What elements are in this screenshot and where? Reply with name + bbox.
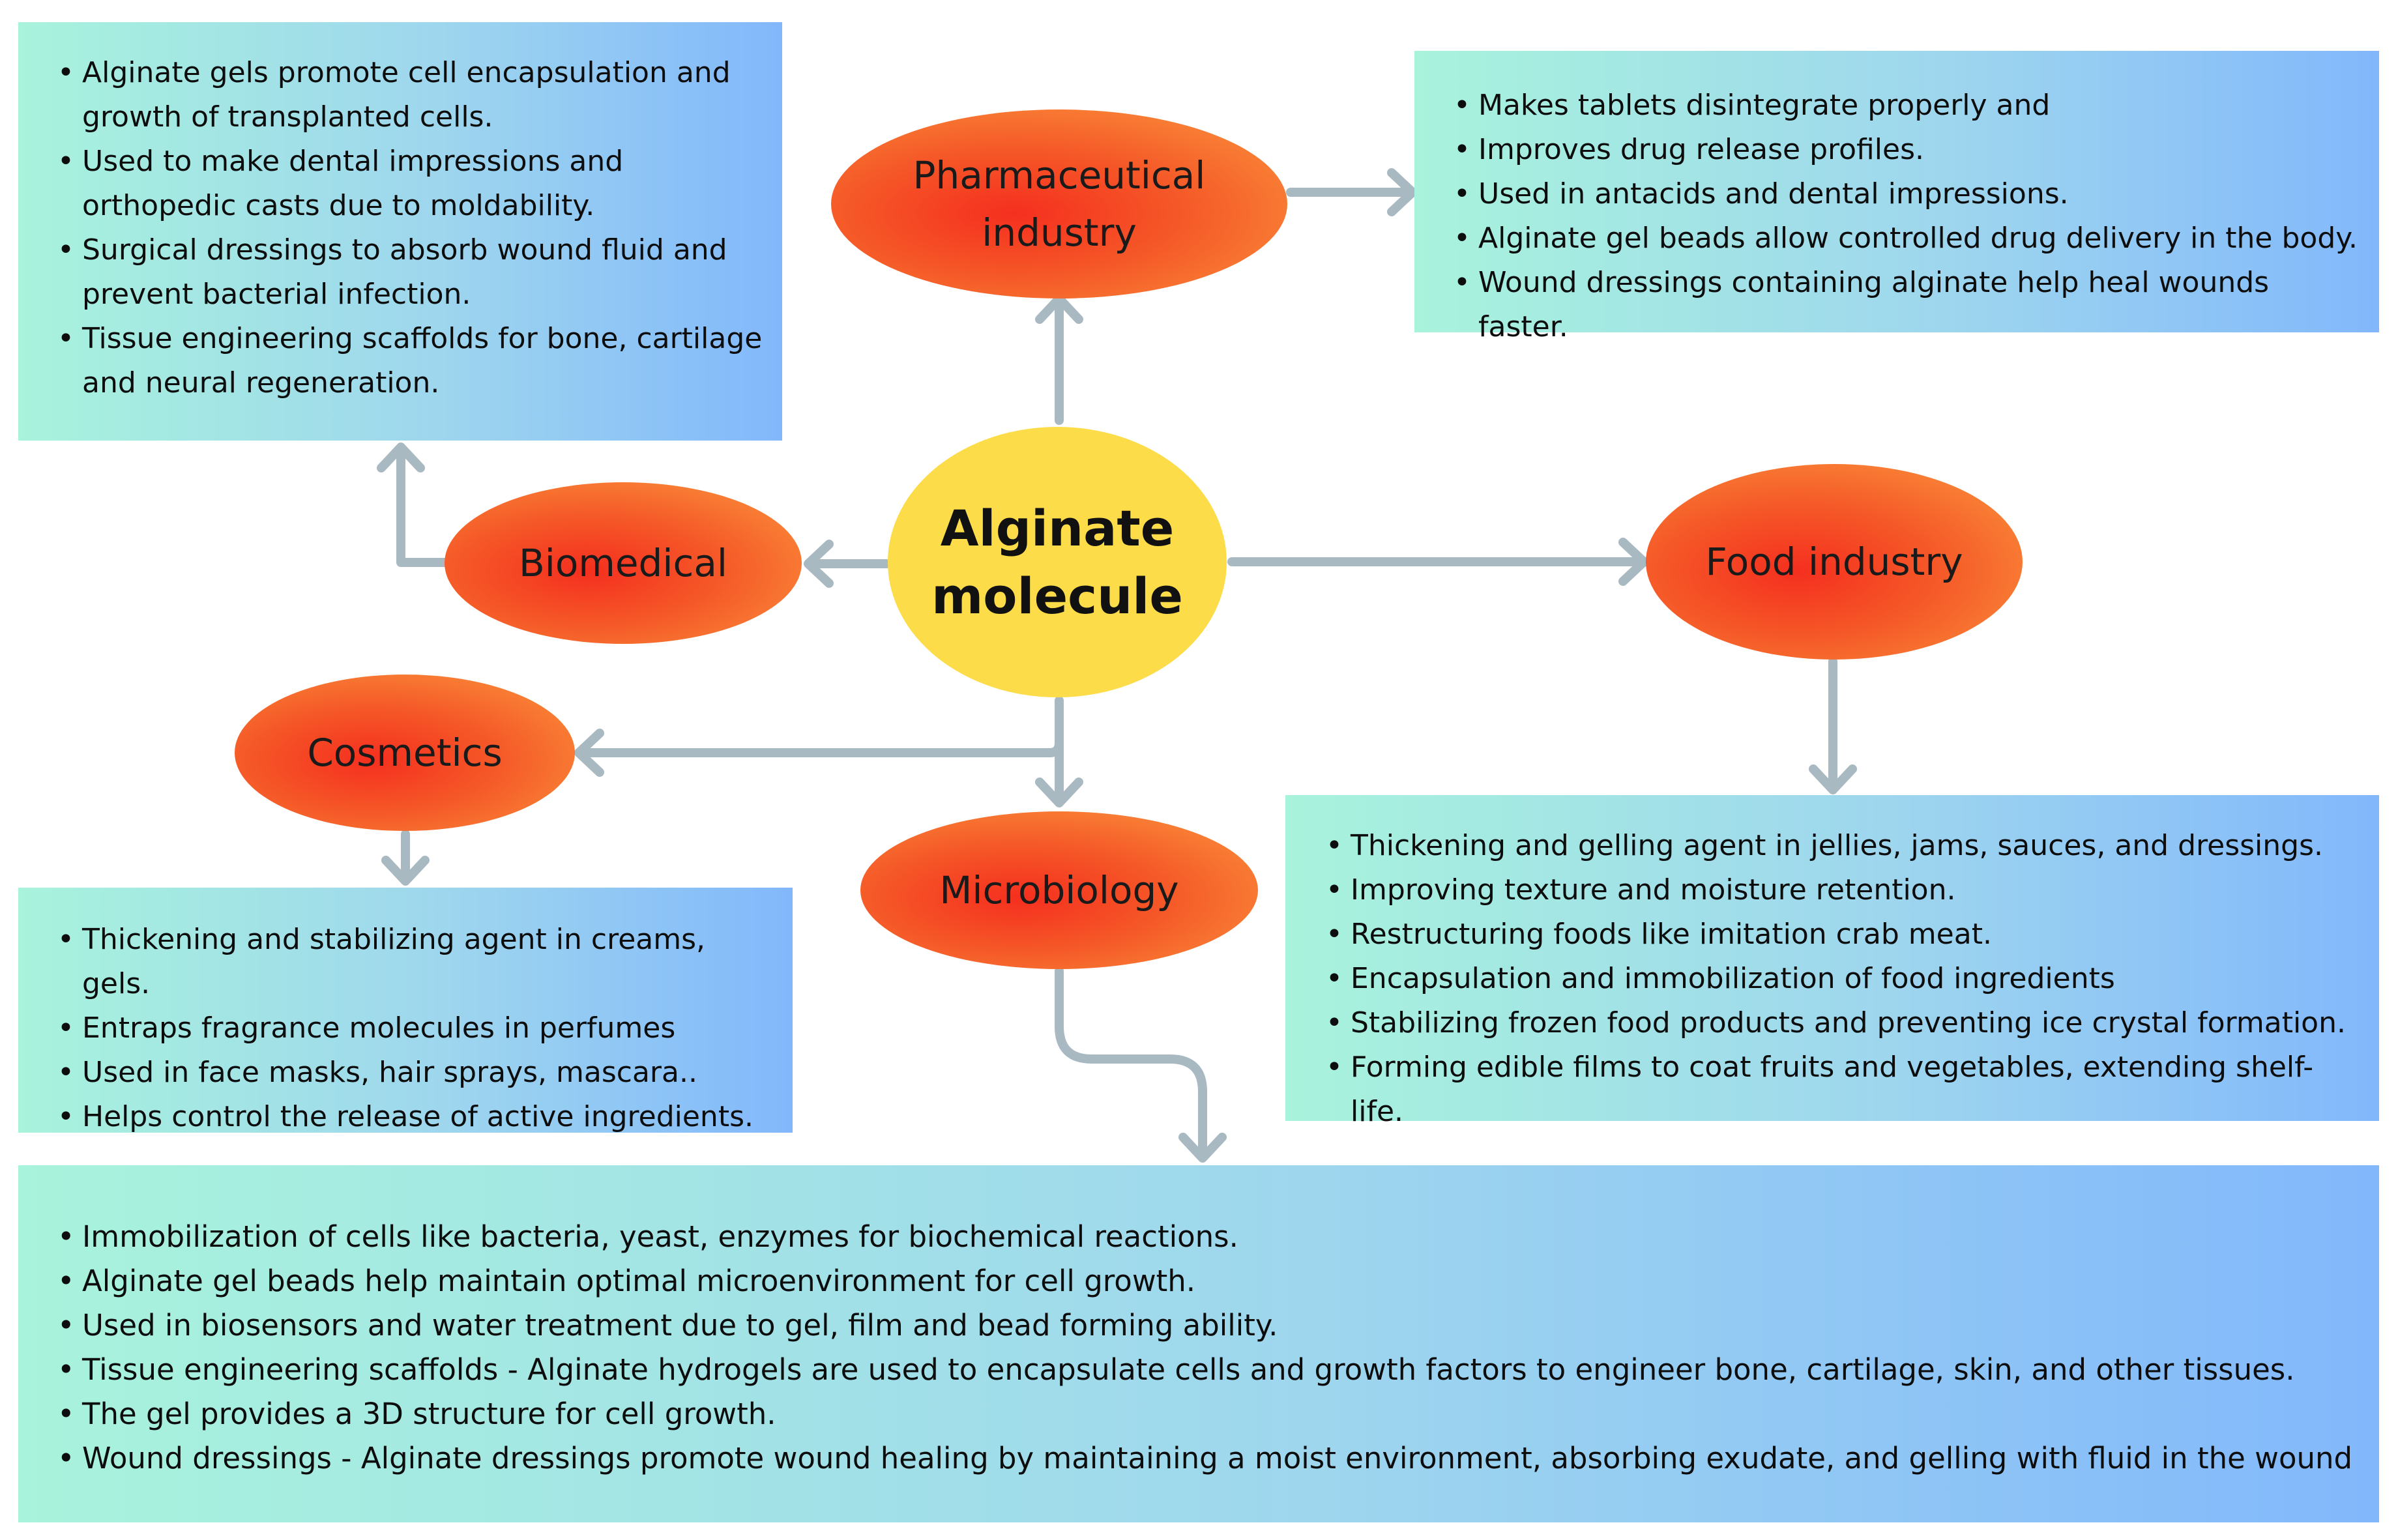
list-item: Forming edible films to coat fruits and …: [1318, 1045, 2366, 1134]
list-item: Tissue engineering scaffolds for bone, c…: [50, 317, 769, 405]
list-item: Used to make dental impressions and orth…: [50, 139, 769, 228]
list-item: Used in biosensors and water treatment d…: [50, 1303, 2366, 1348]
pharmaceutical-applications-list: Makes tablets disintegrate properly and …: [1446, 83, 2366, 349]
cosmetics-applications-box: Thickening and stabilizing agent in crea…: [18, 888, 793, 1139]
arrow-biomedical-to-box: [396, 444, 449, 567]
node-biomedical-label: Biomedical: [518, 541, 728, 585]
arrow-center-to-cosmetics: [576, 738, 1064, 757]
food-industry-applications-list: Thickening and gelling agent in jellies,…: [1318, 824, 2366, 1134]
pharmaceutical-applications-box: Makes tablets disintegrate properly and …: [1414, 51, 2379, 343]
list-item: Encapsulation and immobilization of food…: [1318, 957, 2366, 1001]
list-item: Restructuring foods like imitation crab …: [1318, 912, 2366, 957]
list-item: Entraps fragrance molecules in perfumes: [50, 1006, 780, 1051]
list-item: Stabilizing frozen food products and pre…: [1318, 1001, 2366, 1045]
node-cosmetics-label: Cosmetics: [307, 731, 503, 775]
node-food-industry: Food industry: [1646, 464, 2023, 660]
node-biomedical: Biomedical: [445, 482, 802, 644]
list-item: Thickening and gelling agent in jellies,…: [1318, 824, 2366, 868]
list-item: Helps control the release of active ingr…: [50, 1095, 780, 1139]
list-item: Used in face masks, hair sprays, mascara…: [50, 1051, 780, 1095]
list-item: Used in antacids and dental impressions.: [1446, 172, 2366, 216]
list-item: Tissue engineering scaffolds - Alginate …: [50, 1348, 2366, 1392]
microbiology-applications-list: Immobilization of cells like bacteria, y…: [50, 1215, 2366, 1481]
list-item: Wound dressings - Alginate dressings pro…: [50, 1436, 2366, 1481]
list-item: Improving texture and moisture retention…: [1318, 868, 2366, 912]
node-food-label: Food industry: [1705, 540, 1963, 584]
center-node-line2: molecule: [931, 566, 1183, 625]
node-pharmaceutical-line2: industry: [982, 211, 1137, 255]
list-item: Surgical dressings to absorb wound fluid…: [50, 228, 769, 317]
node-pharmaceutical-industry: Pharmaceutical industry: [831, 109, 1287, 298]
biomedical-applications-box: Alginate gels promote cell encapsulation…: [18, 22, 782, 441]
list-item: The gel provides a 3D structure for cell…: [50, 1392, 2366, 1436]
list-item: Wound dressings containing alginate help…: [1446, 261, 2366, 349]
node-pharmaceutical-line1: Pharmaceutical: [913, 153, 1206, 197]
center-node-line1: Alginate: [940, 499, 1175, 557]
node-microbiology: Microbiology: [860, 811, 1258, 969]
list-item: Makes tablets disintegrate properly and: [1446, 83, 2366, 128]
list-item: Thickening and stabilizing agent in crea…: [50, 918, 780, 1006]
microbiology-applications-box: Immobilization of cells like bacteria, y…: [18, 1165, 2379, 1522]
arrow-microbiology-to-box: [1055, 966, 1207, 1161]
food-industry-applications-box: Thickening and gelling agent in jellies,…: [1285, 795, 2379, 1128]
cosmetics-applications-list: Thickening and stabilizing agent in crea…: [50, 918, 780, 1139]
list-item: Alginate gel beads allow controlled drug…: [1446, 216, 2366, 261]
list-item: Immobilization of cells like bacteria, y…: [50, 1215, 2366, 1259]
list-item: Improves drug release profiles.: [1446, 128, 2366, 172]
node-cosmetics: Cosmetics: [235, 675, 575, 831]
list-item: Alginate gel beads help maintain optimal…: [50, 1259, 2366, 1303]
list-item: Alginate gels promote cell encapsulation…: [50, 51, 769, 139]
center-node-alginate-molecule: Alginate molecule: [888, 427, 1227, 697]
biomedical-applications-list: Alginate gels promote cell encapsulation…: [50, 51, 769, 405]
node-microbiology-label: Microbiology: [939, 868, 1179, 912]
